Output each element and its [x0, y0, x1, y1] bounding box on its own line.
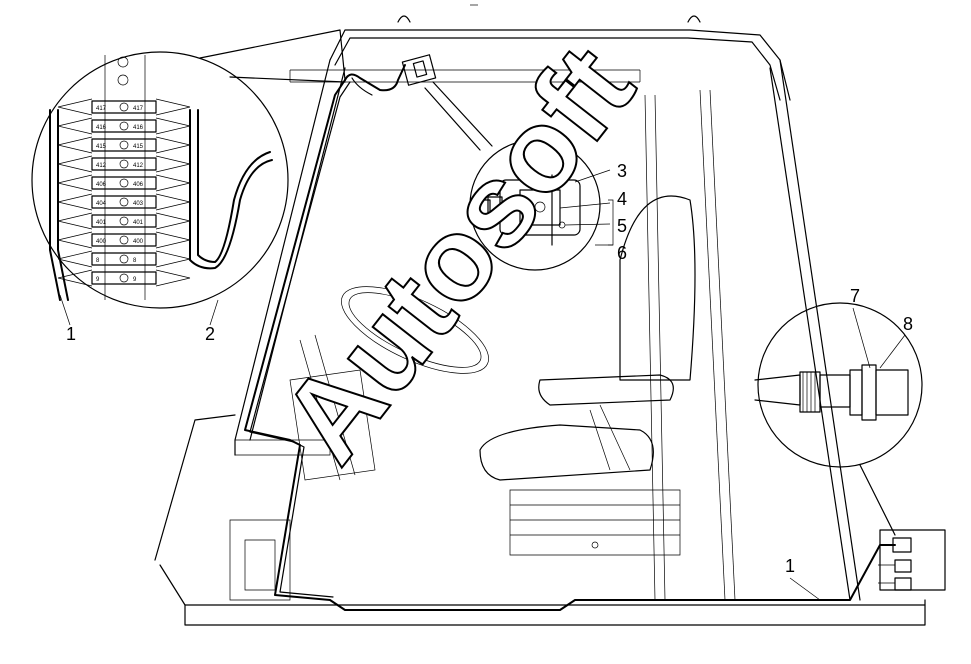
callout-4: 4	[617, 189, 627, 209]
terminal-label-left: 401	[96, 220, 107, 226]
terminal-body	[91, 119, 157, 133]
watermark: Autosoft	[256, 23, 659, 486]
terminal-label-left: 416	[96, 125, 107, 131]
terminal-screw	[119, 102, 129, 112]
terminal-screw	[119, 140, 129, 150]
terminal-screw	[119, 254, 129, 264]
terminal-body	[91, 214, 157, 228]
callout-6: 6	[617, 243, 627, 263]
terminal-label-left: 406	[96, 182, 107, 188]
callout-2: 2	[205, 324, 215, 344]
callout-3: 3	[617, 161, 627, 181]
terminal-label-left: 9	[96, 277, 100, 283]
terminal-label-right: 401	[133, 220, 144, 226]
wiring-harness	[244, 54, 912, 611]
seat-and-controls	[289, 195, 696, 556]
terminal-wire	[57, 231, 191, 249]
terminal-wire	[57, 98, 191, 116]
terminal-wire	[57, 174, 191, 192]
terminal-label-left: 8	[96, 258, 100, 264]
terminal-label-right: 8	[133, 258, 137, 264]
terminal-body	[91, 195, 157, 209]
terminal-wire	[57, 193, 191, 211]
terminal-label-right: 415	[133, 144, 144, 150]
terminal-body	[91, 233, 157, 247]
terminal-screw	[119, 273, 129, 283]
terminal-body	[91, 271, 157, 285]
terminal-label-left: 412	[96, 163, 107, 169]
terminal-wire	[57, 250, 191, 268]
terminal-row: 401 401	[57, 212, 191, 230]
terminal-label-right: 412	[133, 163, 144, 169]
callout-7: 7	[850, 286, 860, 306]
lamp-detail	[424, 81, 614, 271]
callout-5: 5	[617, 216, 627, 236]
terminal-label-right: 417	[133, 106, 144, 112]
terminal-wire	[57, 155, 191, 173]
terminal-label-left: 400	[96, 239, 107, 245]
terminal-label-left: 404	[96, 201, 107, 207]
terminal-screw	[119, 197, 129, 207]
terminal-screw	[119, 121, 129, 131]
callout-1-bottom: 1	[785, 556, 795, 576]
cab-frame	[154, 15, 946, 626]
terminal-label-right: 406	[133, 182, 144, 188]
plug-detail	[754, 302, 923, 536]
callout-8: 8	[903, 314, 913, 334]
terminal-wire	[57, 212, 191, 230]
terminal-body	[91, 100, 157, 114]
terminal-screw	[119, 159, 129, 169]
terminal-body	[91, 252, 157, 266]
terminal-label-right: 9	[133, 277, 137, 283]
terminal-label-right: 416	[133, 125, 144, 131]
terminal-row: 400 400	[57, 231, 191, 249]
terminal-label-left: 417	[96, 106, 107, 112]
terminal-row: 415 415	[57, 136, 191, 154]
terminal-label-right: 400	[133, 239, 144, 245]
terminal-wire	[57, 269, 191, 287]
terminal-label-right: 403	[133, 201, 144, 207]
terminal-row: 404 403	[57, 193, 191, 211]
terminal-body	[91, 176, 157, 190]
terminal-screw	[119, 178, 129, 188]
terminal-row: 416 416	[57, 117, 191, 135]
leader-lines	[59, 4, 821, 601]
terminal-wire	[57, 117, 191, 135]
terminal-label-left: 415	[96, 144, 107, 150]
terminal-wire	[57, 136, 191, 154]
terminal-row: 417 417	[57, 98, 191, 116]
terminal-screw	[119, 216, 129, 226]
terminal-body	[91, 157, 157, 171]
terminal-screw	[119, 235, 129, 245]
terminal-row: 412 412	[57, 155, 191, 173]
terminal-row: 406 406	[57, 174, 191, 192]
terminal-body	[91, 138, 157, 152]
callout-1-left: 1	[66, 324, 76, 344]
